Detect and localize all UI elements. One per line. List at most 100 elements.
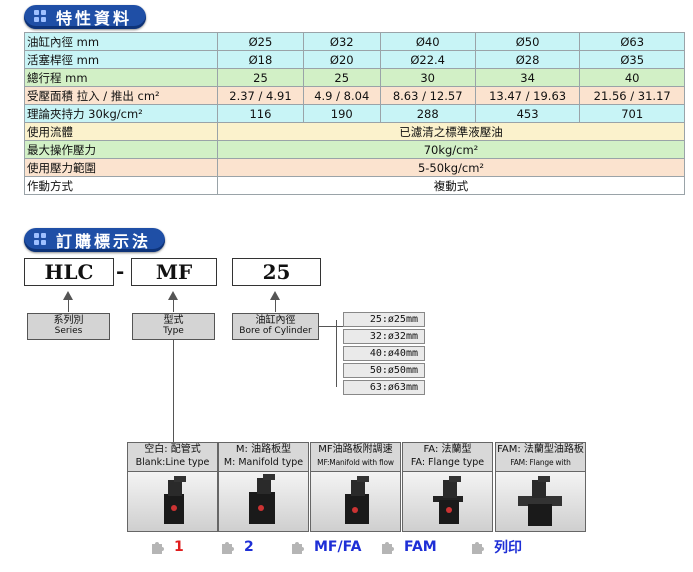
type-code-box: MF bbox=[131, 258, 217, 286]
table-row: 理論夾持力 30kg/cm² 116 190 288 453 701 bbox=[24, 104, 685, 123]
ref-label: MF/FA bbox=[314, 539, 362, 555]
cylinder-image bbox=[128, 472, 217, 531]
cylinder-image bbox=[311, 472, 400, 531]
order-section-title: 訂購標示法 bbox=[24, 228, 166, 252]
ref-link-print[interactable]: 列印 bbox=[470, 538, 522, 556]
cell: 4.9 / 8.04 bbox=[302, 86, 381, 105]
spec-title-text: 特性資料 bbox=[56, 9, 133, 28]
cell: Ø32 bbox=[302, 32, 381, 51]
type-card-manifold: M: 油路板型 M: Manifold type bbox=[218, 442, 309, 532]
list-item: 50:ø50mm bbox=[343, 363, 425, 378]
cell: 8.63 / 12.57 bbox=[379, 86, 476, 105]
row-label: 作動方式 bbox=[24, 176, 218, 195]
cell: 40 bbox=[579, 68, 685, 87]
type-en: FA: Flange type bbox=[410, 457, 485, 468]
cell: 453 bbox=[474, 104, 581, 123]
cell: 2.37 / 4.91 bbox=[217, 86, 304, 105]
row-label: 理論夾持力 30kg/cm² bbox=[24, 104, 218, 123]
cell: 5-50kg/cm² bbox=[217, 158, 685, 177]
grid-icon bbox=[34, 233, 48, 247]
type-en: FAM: Flange with manifold bbox=[510, 458, 571, 467]
row-label: 使用流體 bbox=[24, 122, 218, 141]
ref-label: 列印 bbox=[494, 540, 522, 556]
type-card-mf: MF油路板附調速 MF:Manifold with flow control bbox=[310, 442, 401, 532]
puzzle-icon bbox=[472, 542, 484, 554]
cell: 25 bbox=[302, 68, 381, 87]
bore-options-list: 25:ø25mm 32:ø32mm 40:ø40mm 50:ø50mm 63:ø… bbox=[343, 312, 425, 397]
series-label-zh: 系列別 bbox=[53, 315, 84, 326]
type-label: 型式 Type bbox=[132, 313, 215, 340]
cylinder-image bbox=[219, 472, 308, 531]
bore-code-box: 25 bbox=[232, 258, 321, 286]
row-label: 油缸內徑 mm bbox=[24, 32, 218, 51]
type-card-flange: FA: 法蘭型 FA: Flange type bbox=[402, 442, 493, 532]
ref-link-mf-fa[interactable]: MF/FA bbox=[290, 538, 361, 556]
type-label-zh: 型式 bbox=[163, 315, 184, 326]
type-card-fam: FAM: 法蘭型油路板 FAM: Flange with manifold bbox=[495, 442, 586, 532]
cell: 288 bbox=[379, 104, 476, 123]
cell: 21.56 / 31.17 bbox=[579, 86, 685, 105]
cylinder-image bbox=[403, 472, 492, 531]
ref-label: 1 bbox=[174, 539, 184, 555]
table-row: 總行程 mm 25 25 30 34 40 bbox=[24, 68, 685, 87]
type-zh: FAM: 法蘭型油路板 bbox=[497, 444, 584, 455]
table-row: 最大操作壓力 70kg/cm² bbox=[24, 140, 685, 159]
puzzle-icon bbox=[222, 542, 234, 554]
cell: Ø40 bbox=[379, 32, 476, 51]
cell: Ø35 bbox=[579, 50, 685, 69]
ref-label: FAM bbox=[404, 539, 437, 555]
table-row: 活塞桿徑 mm Ø18 Ø20 Ø22.4 Ø28 Ø35 bbox=[24, 50, 685, 69]
bore-label: 油缸內徑 Bore of Cylinder bbox=[232, 313, 319, 340]
type-zh: M: 油路板型 bbox=[235, 444, 292, 455]
connector-line bbox=[173, 299, 174, 312]
cell: 13.47 / 19.63 bbox=[474, 86, 581, 105]
series-code-box: HLC bbox=[24, 258, 114, 286]
cell: Ø28 bbox=[474, 50, 581, 69]
table-row: 作動方式 複動式 bbox=[24, 176, 685, 195]
list-item: 40:ø40mm bbox=[343, 346, 425, 361]
type-card-blank: 空白: 配管式 Blank:Line type bbox=[127, 442, 218, 532]
puzzle-icon bbox=[382, 542, 394, 554]
type-card-caption: MF油路板附調速 MF:Manifold with flow control bbox=[311, 443, 400, 472]
row-label: 活塞桿徑 mm bbox=[24, 50, 218, 69]
code-separator: - bbox=[116, 259, 125, 283]
ref-link-2[interactable]: 2 bbox=[220, 538, 254, 556]
cell: Ø18 bbox=[217, 50, 304, 69]
grid-icon bbox=[34, 10, 48, 24]
puzzle-icon bbox=[152, 542, 164, 554]
cell: 25 bbox=[217, 68, 304, 87]
bore-connector-line bbox=[319, 326, 343, 327]
cell: 34 bbox=[474, 68, 581, 87]
cell: Ø63 bbox=[579, 32, 685, 51]
type-en: Blank:Line type bbox=[135, 457, 210, 468]
arrow-up-icon bbox=[63, 291, 73, 300]
ref-link-1[interactable]: 1 bbox=[150, 538, 184, 556]
series-label-en: Series bbox=[54, 326, 83, 336]
cell: 70kg/cm² bbox=[217, 140, 685, 159]
type-zh: 空白: 配管式 bbox=[144, 444, 201, 455]
arrow-up-icon bbox=[168, 291, 178, 300]
row-label: 受壓面積 拉入 / 推出 cm² bbox=[24, 86, 218, 105]
table-row: 使用壓力範圍 5-50kg/cm² bbox=[24, 158, 685, 177]
bore-label-en: Bore of Cylinder bbox=[239, 326, 312, 336]
ref-label: 2 bbox=[244, 539, 254, 555]
table-row: 油缸內徑 mm Ø25 Ø32 Ø40 Ø50 Ø63 bbox=[24, 32, 685, 51]
bore-label-zh: 油缸內徑 bbox=[255, 315, 296, 326]
cell: Ø22.4 bbox=[379, 50, 476, 69]
type-connector-line bbox=[173, 340, 174, 442]
table-row: 使用流體 已濾清之標準液壓油 bbox=[24, 122, 685, 141]
connector-line bbox=[275, 299, 276, 312]
list-item: 25:ø25mm bbox=[343, 312, 425, 327]
connector-line bbox=[68, 299, 69, 312]
cell: 116 bbox=[217, 104, 304, 123]
cell: 複動式 bbox=[217, 176, 685, 195]
bore-connector-line bbox=[336, 320, 337, 387]
ref-link-fam[interactable]: FAM bbox=[380, 538, 437, 556]
type-card-caption: FAM: 法蘭型油路板 FAM: Flange with manifold bbox=[496, 443, 585, 472]
type-card-caption: M: 油路板型 M: Manifold type bbox=[219, 443, 308, 472]
type-card-caption: 空白: 配管式 Blank:Line type bbox=[128, 443, 217, 472]
arrow-up-icon bbox=[270, 291, 280, 300]
cell: 已濾清之標準液壓油 bbox=[217, 122, 685, 141]
cell: Ø50 bbox=[474, 32, 581, 51]
type-zh: FA: 法蘭型 bbox=[423, 444, 472, 455]
